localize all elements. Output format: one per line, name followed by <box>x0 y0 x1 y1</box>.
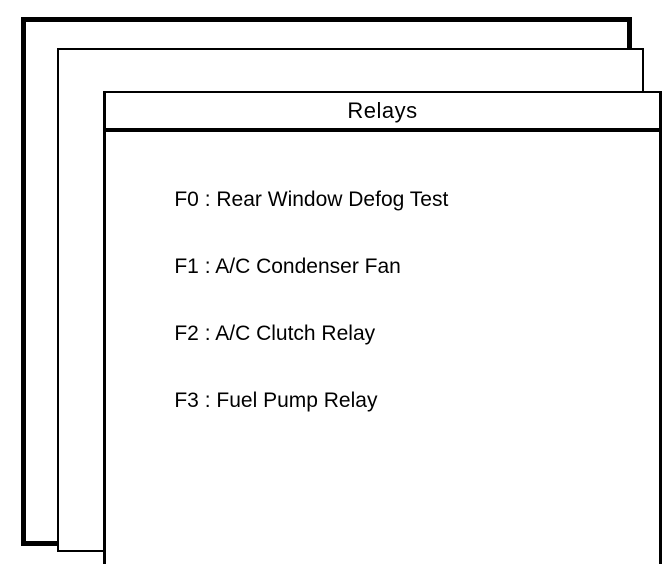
mid-frame: Relays F0 : Rear Window Defog Test F1 : … <box>57 48 662 564</box>
menu-item-separator: : <box>198 322 216 345</box>
menu-item-f1[interactable]: F1 : A/C Condenser Fan <box>116 228 400 278</box>
menu-item-label: A/C Clutch Relay <box>215 322 376 345</box>
menu-item-key: F1 <box>174 255 199 278</box>
menu-item-label: Rear Window Defog Test <box>216 188 449 211</box>
relays-panel: Relays F0 : Rear Window Defog Test F1 : … <box>103 91 662 564</box>
title-bar: Relays <box>106 93 659 132</box>
menu-item-label: A/C Condenser Fan <box>215 255 401 278</box>
outer-frame: Relays F0 : Rear Window Defog Test F1 : … <box>21 17 662 564</box>
menu-item-separator: : <box>198 255 216 278</box>
page-title: Relays <box>347 97 418 123</box>
menu-item-label: Fuel Pump Relay <box>216 389 378 412</box>
menu-item-key: F3 <box>174 389 199 412</box>
menu-item-separator: : <box>198 188 217 211</box>
menu-item-key: F2 <box>174 322 199 345</box>
menu-item-f3[interactable]: F3 : Fuel Pump Relay <box>116 362 377 412</box>
menu-item-f0[interactable]: F0 : Rear Window Defog Test <box>116 161 448 211</box>
menu-item-separator: : <box>198 389 217 412</box>
menu-item-key: F0 <box>174 188 199 211</box>
menu-item-f2[interactable]: F2 : A/C Clutch Relay <box>116 295 375 345</box>
